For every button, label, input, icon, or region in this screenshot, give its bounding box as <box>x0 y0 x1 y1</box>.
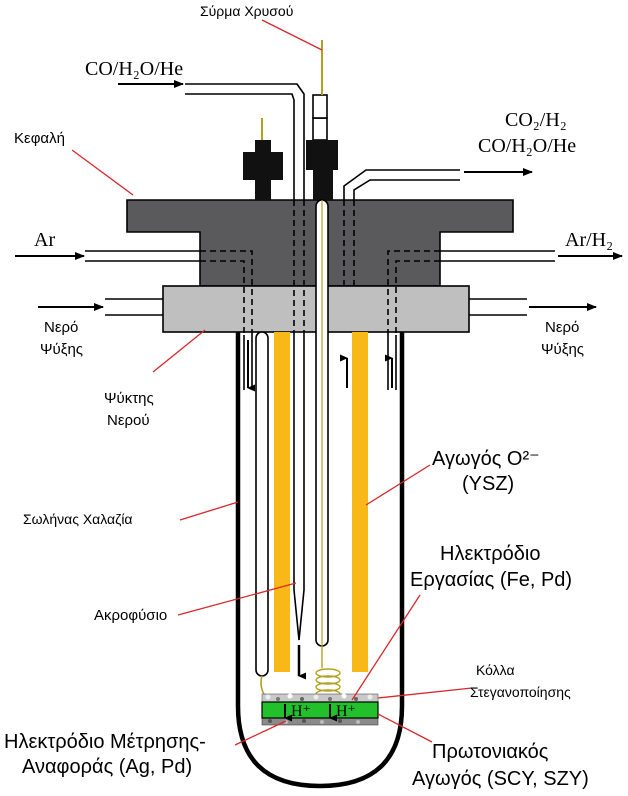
leader-oxygen-conductor <box>365 464 431 506</box>
left-fitting <box>243 118 283 200</box>
label-quartz-tube: Σωλήνας Χαλαζία <box>23 511 133 527</box>
reference-lead-tube <box>255 331 271 703</box>
cooling-water-right-pipe <box>469 298 527 316</box>
label-sealing-glue-2: Στεγανοποίησης <box>470 684 571 700</box>
label-sealing-glue-1: Κόλλα <box>476 662 515 678</box>
leader-nozzle <box>177 582 297 616</box>
right-fitting <box>306 40 338 200</box>
ar-inlet-pipe <box>85 250 253 390</box>
label-water-cooler-2: Νερού <box>107 412 150 429</box>
outlet-gas-pipe <box>343 169 460 290</box>
label-inlet-gas: CO/H₂O/He <box>85 58 183 80</box>
label-cooling-water-right-2: Ψύξης <box>541 341 584 358</box>
label-outlet-gas-1: CO₂/H₂ <box>505 109 567 131</box>
proton-conductor-pellet <box>261 701 379 719</box>
label-cooling-water-left-2: Ψύξης <box>40 341 83 358</box>
leader-reference-electrode <box>234 720 287 746</box>
label-nozzle: Ακροφύσιο <box>94 607 167 624</box>
leader-sealing-glue <box>377 687 473 699</box>
label-working-electrode-2: Εργασίας (Fe, Pd) <box>410 569 572 591</box>
label-oxygen-conductor-1: Αγωγός O²⁻ <box>432 448 540 470</box>
leader-gold-wire <box>261 19 323 51</box>
label-reference-electrode-1: Ηλεκτρόδιο Μέτρησης- <box>4 731 206 753</box>
proton-label-right: H⁺ <box>336 703 356 720</box>
label-reference-electrode-2: Αναφοράς (Ag, Pd) <box>22 756 192 778</box>
label-outlet-gas-2: CO/H₂O/He <box>478 135 576 157</box>
label-head: Κεφαλή <box>14 130 65 147</box>
label-ar-h2-out: Ar/H₂ <box>565 229 613 251</box>
leader-water-cooler <box>152 329 206 373</box>
leader-head <box>71 149 134 196</box>
label-proton-conductor-2: Αγωγός (SCY, SZY) <box>412 768 589 790</box>
proton-label-left: H⁺ <box>291 703 311 720</box>
label-gold-wire: Σύρμα Χρυσού <box>200 3 293 19</box>
ysz-rod-left <box>274 332 290 672</box>
label-cooling-water-left-1: Νερό <box>44 319 78 336</box>
ysz-rod-right <box>352 332 368 672</box>
leader-proton-conductor <box>377 713 433 743</box>
label-cooling-water-right-1: Νερό <box>545 319 579 336</box>
label-working-electrode-1: Ηλεκτρόδιο <box>440 543 540 565</box>
label-proton-conductor-1: Πρωτονιακός <box>432 741 549 763</box>
gold-wire-coil <box>315 668 341 699</box>
ar-h2-outlet-pipe <box>387 250 555 390</box>
inlet-gas-pipe <box>185 83 305 641</box>
leader-working-electrode <box>351 594 421 701</box>
label-water-cooler-1: Ψύκτης <box>104 390 154 407</box>
gold-wire-sheath <box>315 199 329 668</box>
cooling-water-left-pipe <box>105 298 163 316</box>
label-ar-in: Ar <box>34 229 55 251</box>
leader-quartz-tube <box>179 501 239 521</box>
label-oxygen-conductor-2: (YSZ) <box>462 473 514 495</box>
